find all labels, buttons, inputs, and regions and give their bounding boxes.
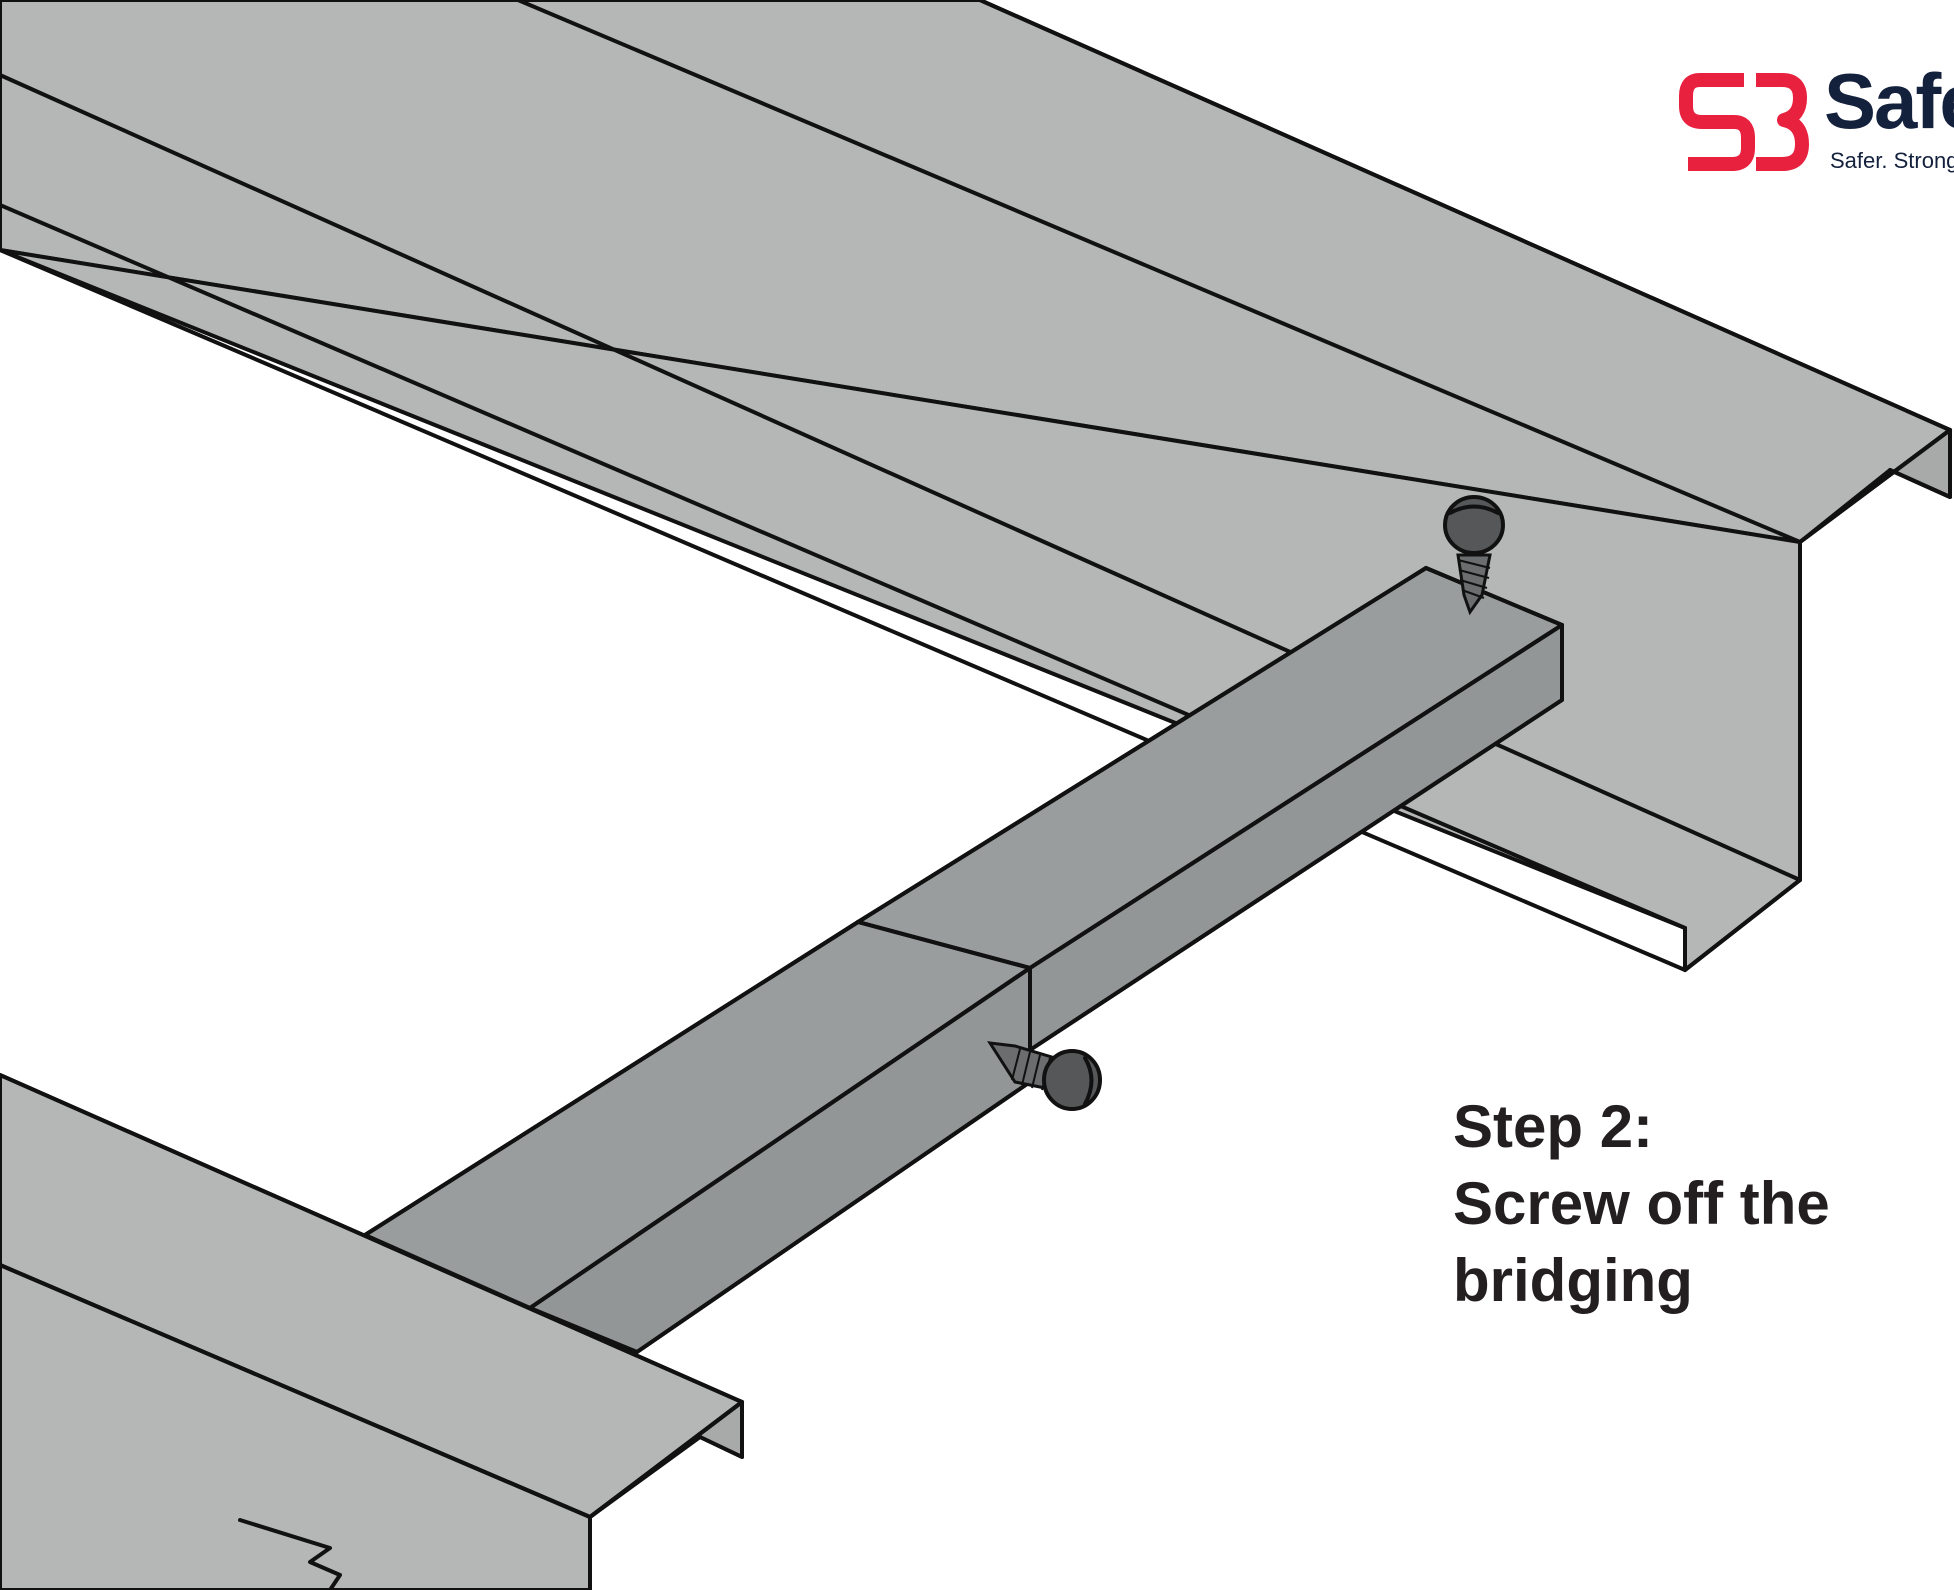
lower-joist-cutout [238, 1518, 342, 1590]
instruction-line-2: bridging [1453, 1247, 1693, 1314]
bridging-inner [856, 566, 1564, 1052]
bridging-outer [363, 920, 1032, 1354]
bridging-inner-edge-3 [1028, 623, 1564, 970]
brand-logo-icon [1679, 73, 1809, 171]
brand-wordmark: Safe [1824, 57, 1954, 145]
upper-screw-head [1443, 495, 1505, 555]
upper-joist-edge-5 [1683, 540, 1802, 972]
bridging-inner-edge-2 [856, 566, 1428, 924]
screw-icon [1443, 495, 1505, 616]
screw-icon [987, 1041, 1102, 1111]
upper-screw-thread [1457, 559, 1491, 599]
brand-tagline: Safer. Stronge [1830, 148, 1954, 173]
instruction-line-1: Screw off the [1453, 1170, 1830, 1237]
lower-screw-head [1042, 1049, 1102, 1111]
upper-joist [0, 0, 1952, 972]
upper-joist-edge-4 [978, 0, 1952, 499]
step-label: Step 2: [1453, 1093, 1654, 1160]
upper-joist-edge-6 [0, 248, 1687, 972]
bridging-outer-edge-2 [363, 920, 860, 1237]
instruction-text: Step 2: Screw off the bridging [1453, 1088, 1873, 1319]
bridging-inner-edge [1028, 566, 1564, 1052]
logo-b-shape [1756, 73, 1809, 171]
bridging-outer-edge-3 [528, 966, 1032, 1310]
upper-joist-edge-2 [0, 203, 1687, 930]
lower-screw-head-detail [1083, 1056, 1094, 1106]
bridging-outer-edge [635, 920, 1032, 1354]
upper-joist-edge-1 [0, 73, 1802, 882]
logo-s-shape [1679, 73, 1755, 171]
upper-screw-head-detail [1448, 504, 1500, 515]
